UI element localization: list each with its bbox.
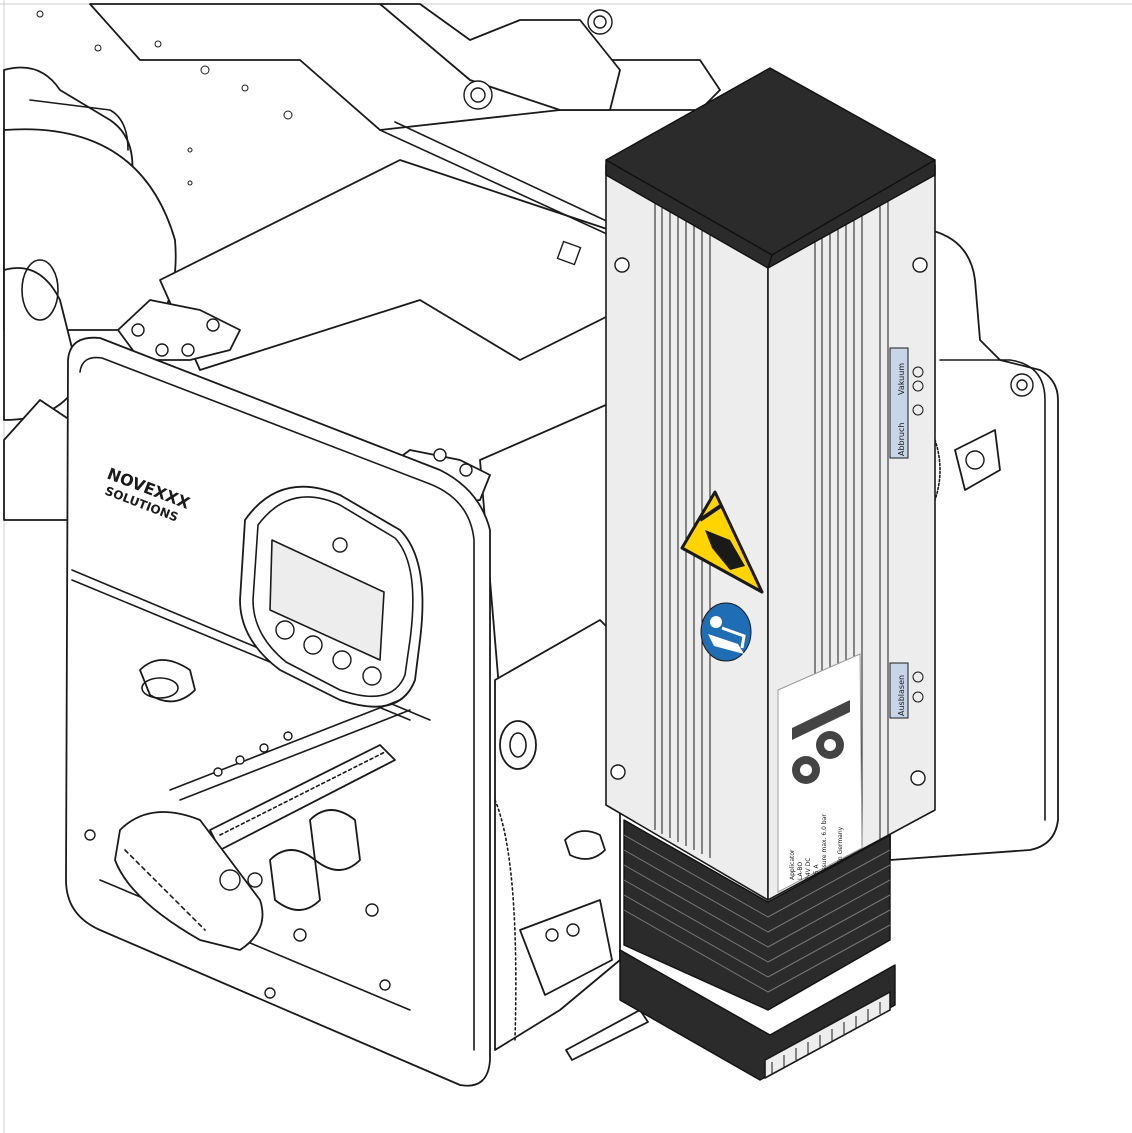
crush-hazard-warning-icon — [680, 490, 764, 594]
control-panel — [239, 485, 424, 708]
lid-hinge-left — [117, 299, 241, 361]
drive-gear — [494, 799, 517, 1041]
label-vacuum: Vakuum — [897, 363, 906, 395]
nameplate-line-6: Made in Germany — [837, 826, 844, 880]
valve-label-lower: Ausblasen — [889, 662, 924, 719]
nameplate-line-1: LA-BO — [797, 862, 804, 880]
nameplate-line-3: 0.5 A — [813, 864, 820, 880]
label-roll-holder — [3, 66, 177, 521]
dispenser-side — [494, 619, 649, 1061]
lcd-display — [269, 539, 385, 661]
panel-button-2[interactable] — [303, 635, 323, 655]
status-led — [332, 537, 348, 553]
valve-label-upper: Vakuum Abbruch — [889, 347, 924, 459]
mounting-plate — [36, 3, 721, 186]
front-cover — [65, 336, 491, 1087]
nameplate-line-2: 24V DC — [805, 858, 812, 880]
applicator-left-face — [605, 164, 769, 901]
label-blow-out: Ausblasen — [897, 675, 906, 716]
nameplate-header: Applicator — [789, 849, 796, 880]
tamp-pad — [619, 949, 896, 1081]
nameplate: Applicator LA-BO 24V DC 0.5 A Pressure m… — [777, 653, 863, 893]
label-abort: Abbruch — [897, 423, 906, 456]
panel-button-4[interactable] — [362, 666, 382, 686]
bellows — [623, 819, 891, 1011]
panel-button-1[interactable] — [275, 620, 295, 640]
panel-button-3[interactable] — [332, 650, 352, 670]
dispensing-edge — [565, 1009, 649, 1061]
pressure-lever[interactable] — [114, 811, 264, 951]
read-manual-icon — [700, 602, 752, 662]
nameplate-line-4: Pressure max. 6.0 bar — [821, 814, 828, 880]
applicator-unit: Vakuum Abbruch Ausblasen — [605, 67, 936, 1081]
print-mechanism — [84, 659, 411, 999]
knurled-knob[interactable] — [564, 830, 606, 860]
